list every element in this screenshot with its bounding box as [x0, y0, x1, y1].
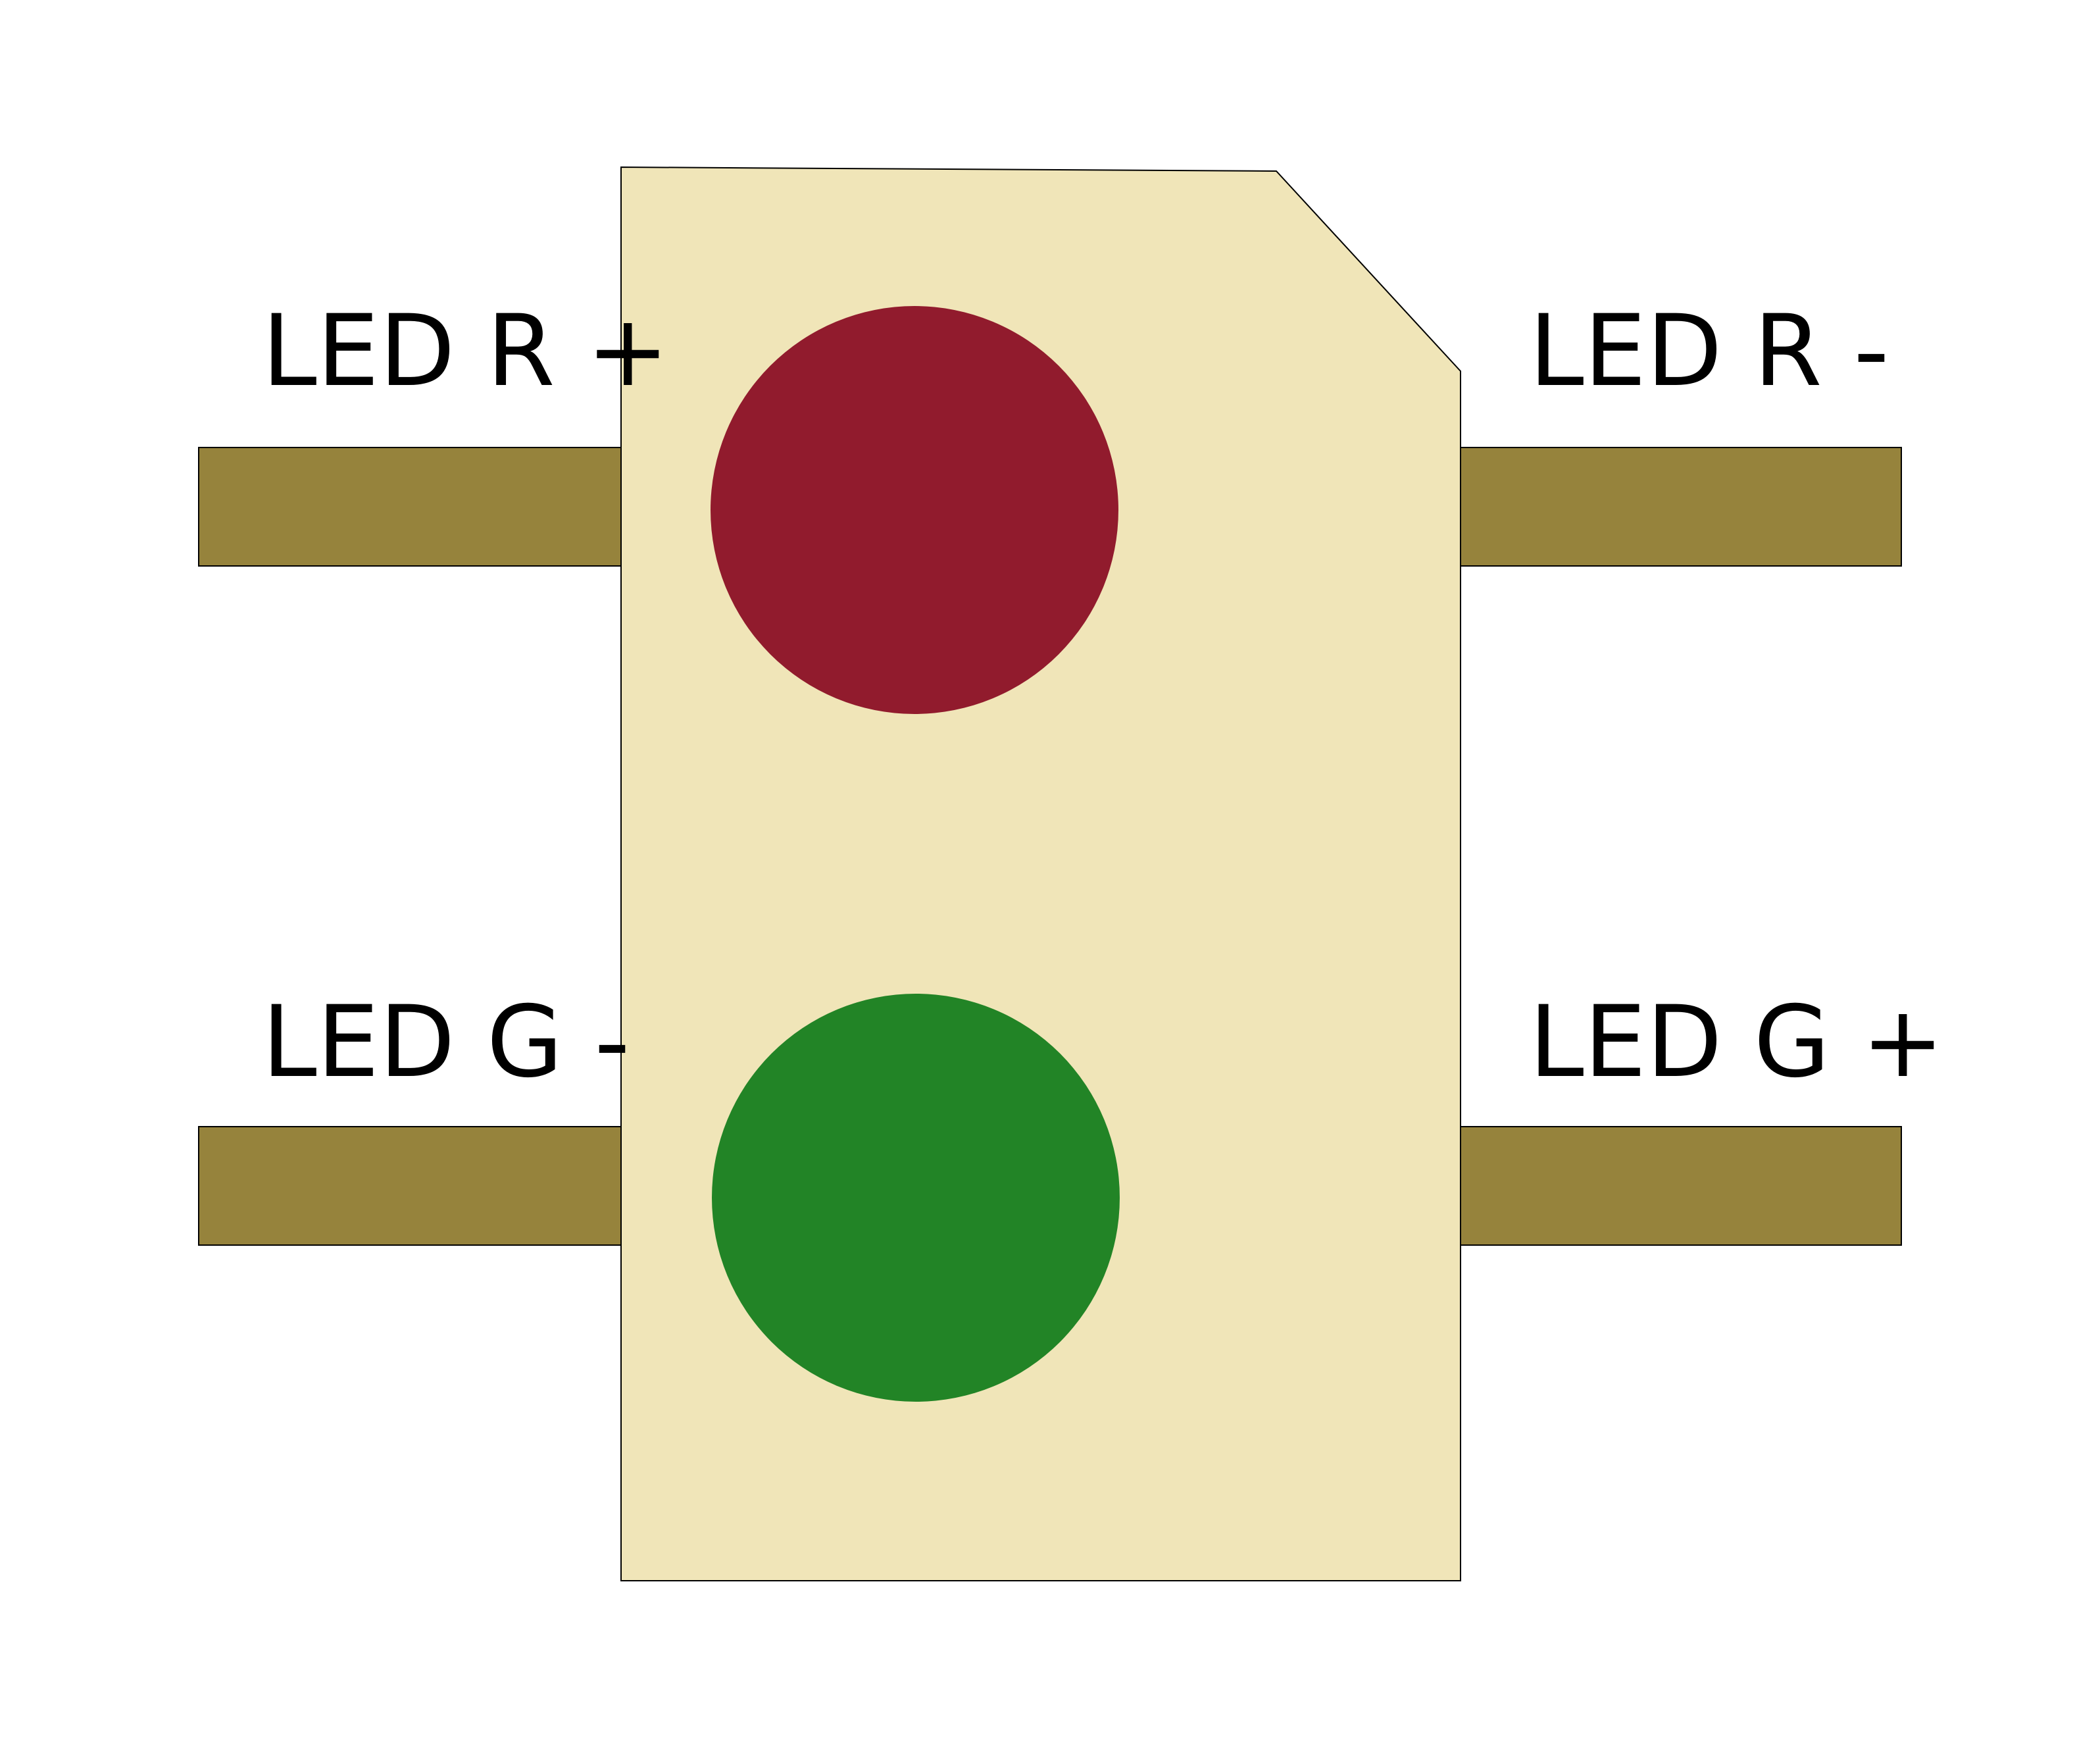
pin-led-r-minus: [1460, 447, 1902, 567]
pin-led-g-plus: [1460, 1126, 1902, 1246]
pin-led-r-plus: [198, 447, 623, 567]
label-led-g-minus: LED G -: [262, 985, 630, 1100]
label-led-r-plus: LED R +: [262, 294, 669, 409]
label-led-r-minus: LED R -: [1529, 294, 1889, 409]
led-red-indicator: [711, 306, 1118, 714]
led-green-indicator: [712, 994, 1120, 1402]
label-led-g-plus: LED G +: [1529, 985, 1944, 1100]
pin-led-g-minus: [198, 1126, 623, 1246]
